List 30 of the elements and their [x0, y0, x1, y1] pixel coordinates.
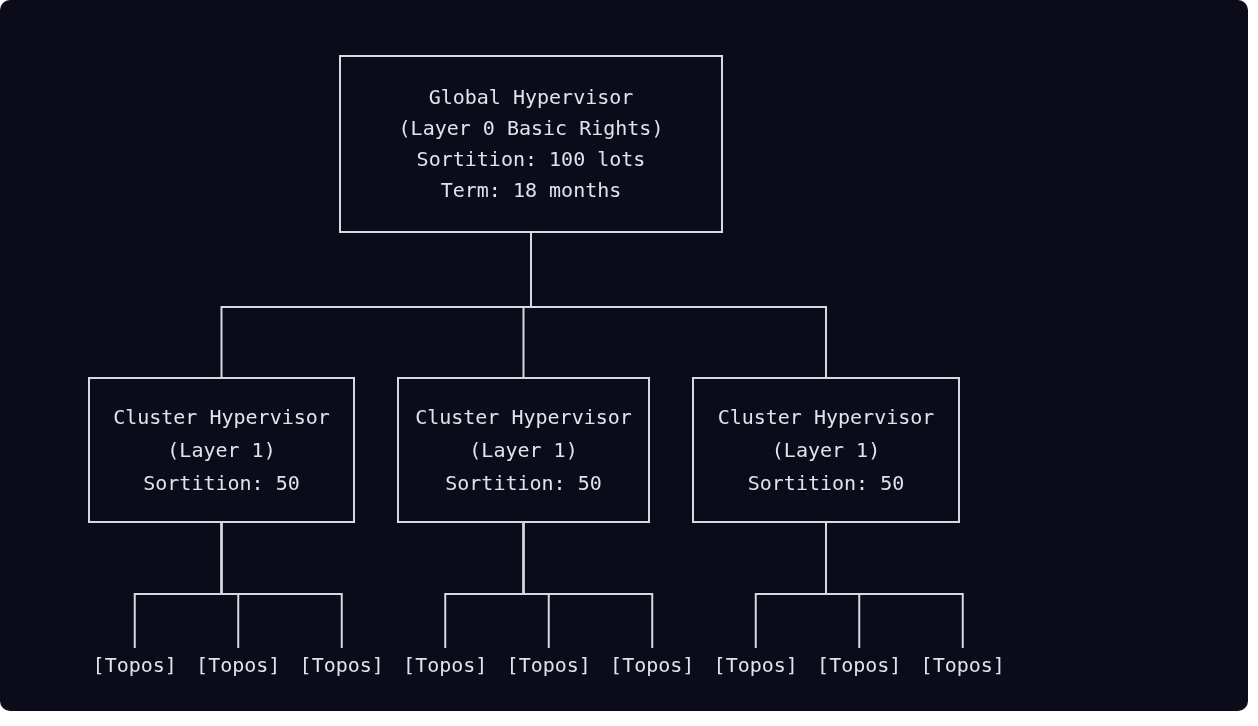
connector-line	[522, 522, 654, 649]
box-text: Term: 18 months	[440, 178, 622, 203]
topos-label: [Topos]	[506, 652, 591, 678]
hypervisor-box	[692, 377, 960, 523]
topos-label: [Topos]	[299, 652, 384, 678]
topos-label: [Topos]	[713, 652, 798, 678]
box-text: Cluster Hypervisor	[415, 404, 632, 430]
connector-line	[530, 232, 827, 378]
box-text: (Layer 1)	[167, 437, 276, 463]
topos-label: [Topos]	[92, 652, 177, 678]
box-text: (Layer 1)	[469, 437, 578, 463]
box-text: Sortition: 100 lots	[416, 147, 646, 172]
topos-label: [Topos]	[610, 652, 695, 678]
connector-line	[825, 522, 964, 649]
topos-label: [Topos]	[196, 652, 281, 678]
topos-label: [Topos]	[403, 652, 488, 678]
box-text: Global Hypervisor	[428, 85, 634, 110]
box-text: Sortition: 50	[747, 470, 905, 496]
box-text: (Layer 1)	[771, 437, 881, 463]
hypervisor-box	[88, 377, 355, 523]
box-text: Cluster Hypervisor	[113, 404, 330, 430]
box-text: (Layer 0 Basic Rights)	[398, 116, 664, 141]
hypervisor-box	[397, 377, 650, 523]
box-text: Cluster Hypervisor	[717, 404, 935, 430]
box-text: Sortition: 50	[445, 470, 602, 496]
topos-label: [Topos]	[920, 652, 1005, 678]
hypervisor-box	[339, 55, 723, 233]
connector-line	[220, 522, 343, 649]
topos-label: [Topos]	[817, 652, 902, 678]
box-text: Sortition: 50	[143, 470, 300, 496]
